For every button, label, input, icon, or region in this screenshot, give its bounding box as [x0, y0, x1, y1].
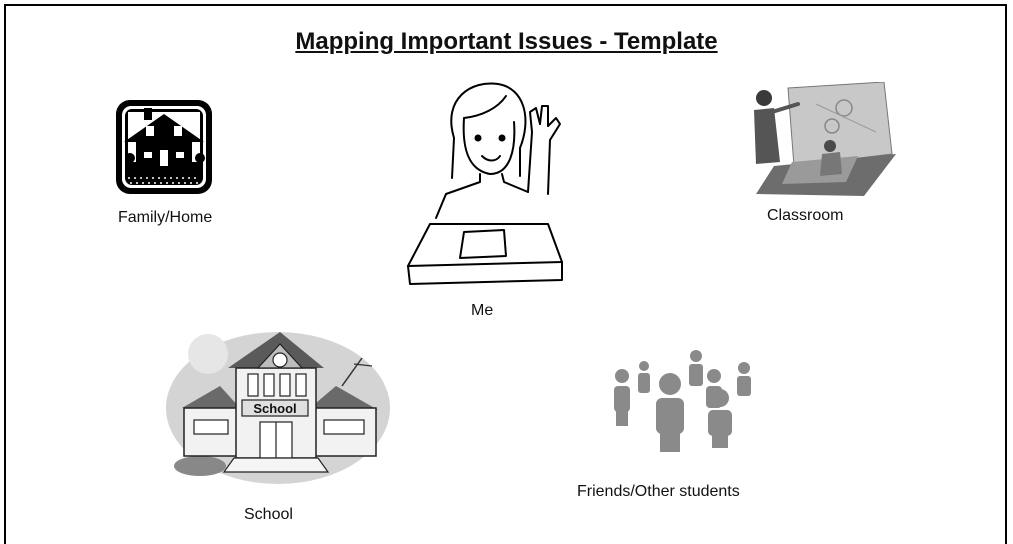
school-building-icon: School: [166, 332, 390, 484]
school-sign-text: School: [253, 401, 296, 416]
friends-label: Friends/Other students: [577, 483, 740, 500]
page-title: Mapping Important Issues - Template: [295, 28, 718, 55]
house-icon: [116, 100, 212, 194]
people-group-icon: [614, 350, 751, 452]
classroom-label: Classroom: [767, 207, 844, 224]
classroom-icon: [754, 82, 896, 196]
family-home-label: Family/Home: [118, 209, 213, 226]
page-frame: [4, 4, 1007, 544]
school-label: School: [244, 506, 293, 523]
student-raising-hand-icon: [407, 82, 563, 285]
me-label: Me: [471, 302, 494, 319]
